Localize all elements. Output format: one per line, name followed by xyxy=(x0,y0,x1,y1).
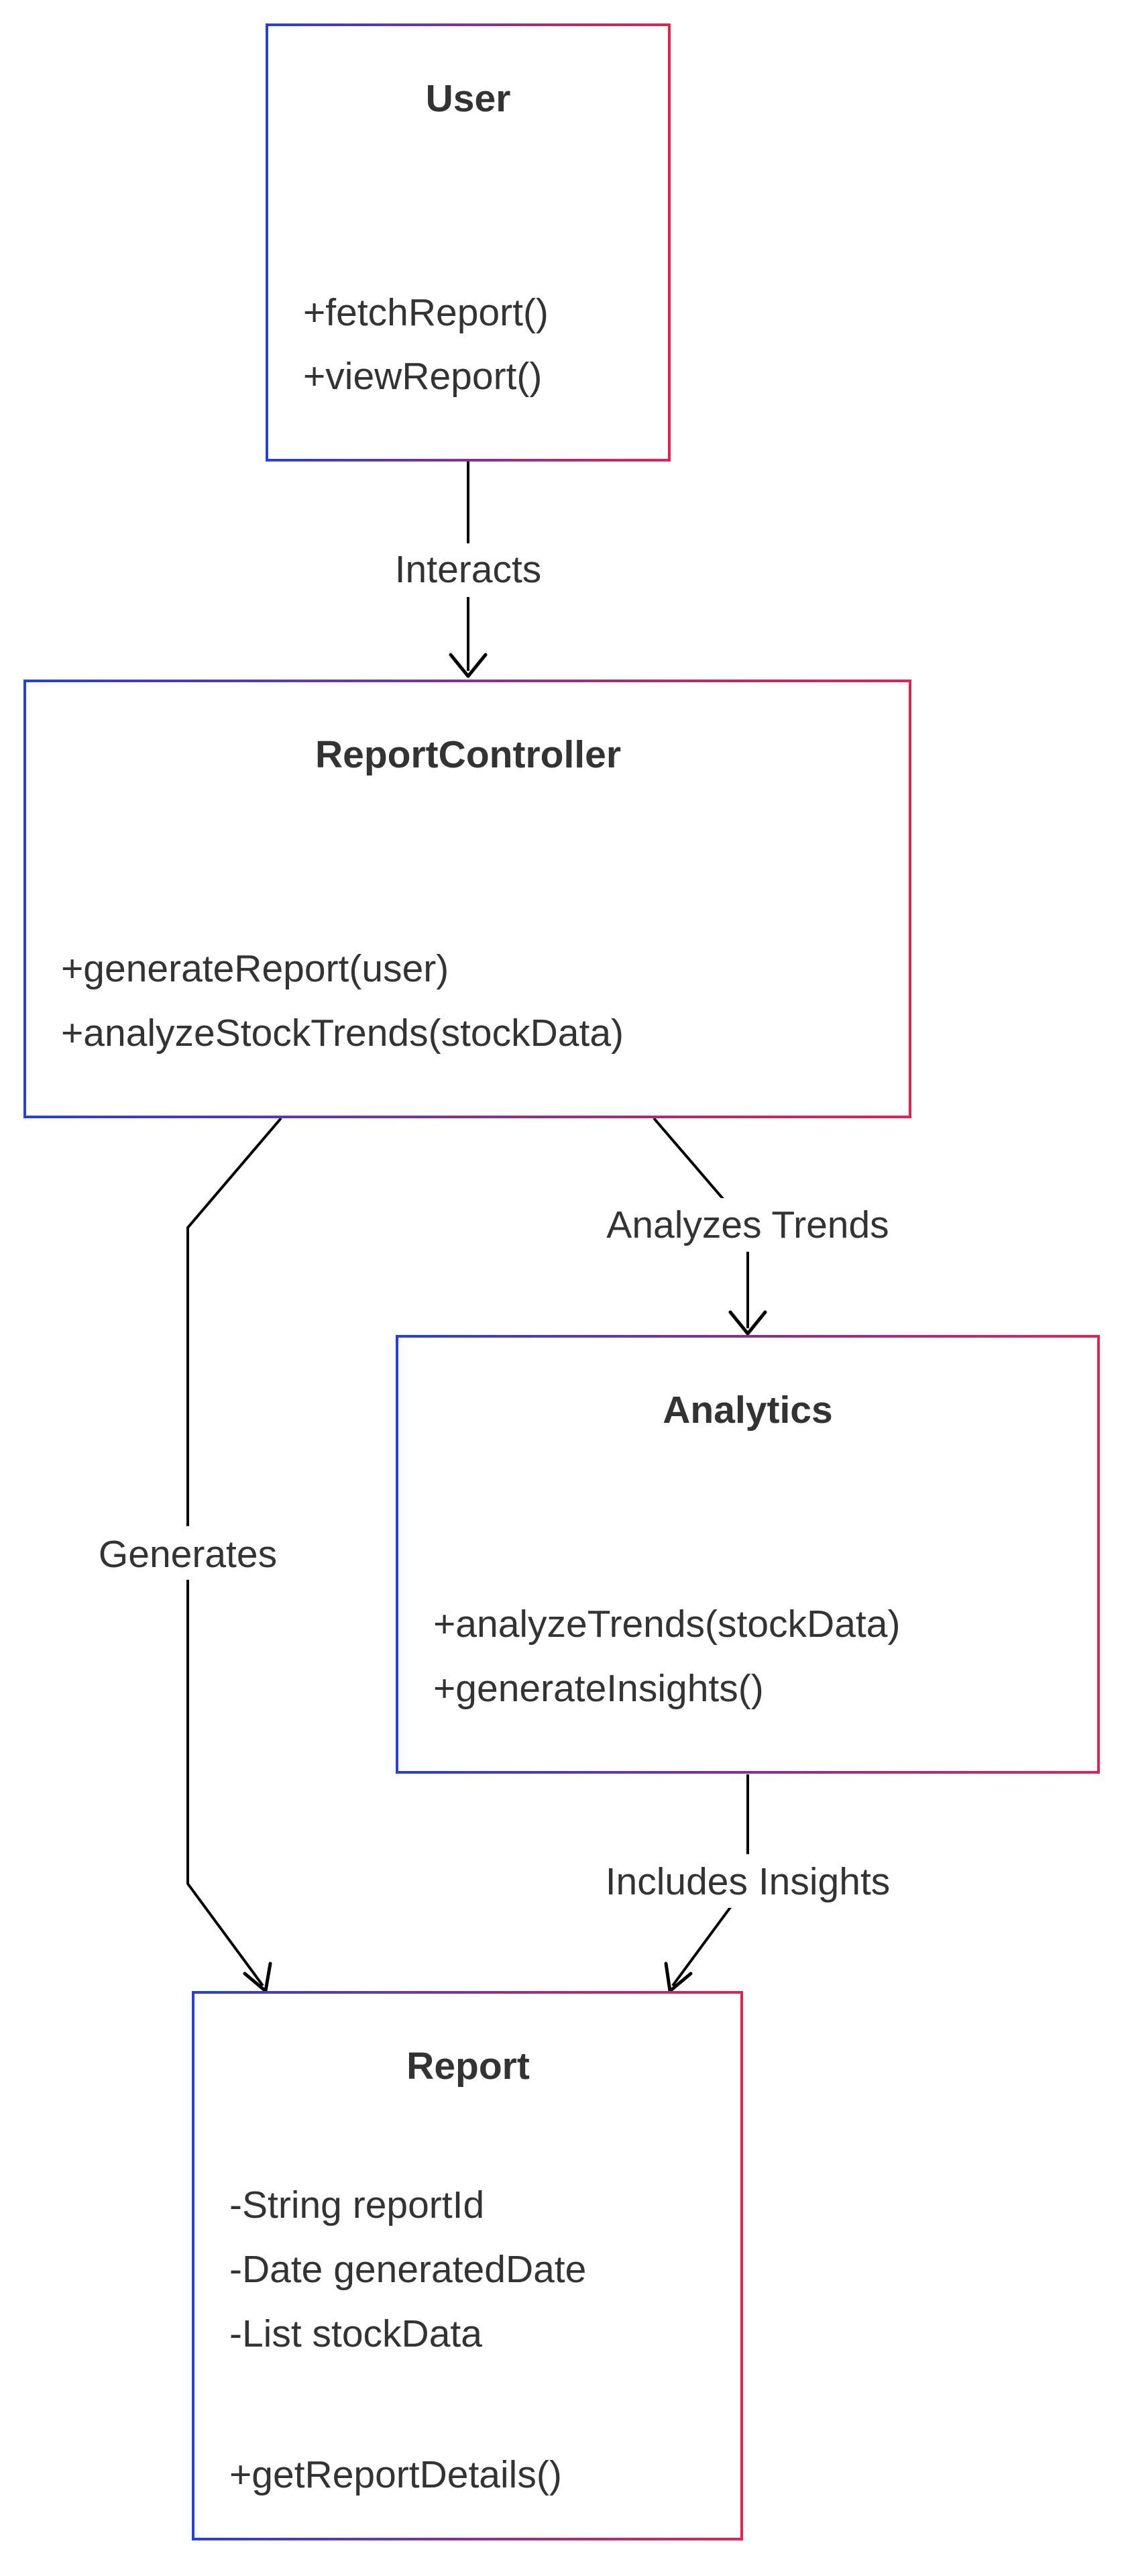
edge-analyzes-trends-label: Analyzes Trends xyxy=(606,1203,889,1246)
class-report-border xyxy=(192,1991,743,2540)
edge-includes-insights-label-bg xyxy=(578,1854,917,1908)
class-report-method: +getReportDetails() xyxy=(229,2453,562,2496)
class-report: Report -String reportId -Date generatedD… xyxy=(192,1991,743,2540)
class-report-attribute: -List stockData xyxy=(229,2312,482,2355)
edge-analyzes-trends: Analyzes Trends xyxy=(582,1117,913,1336)
edge-includes-insights: Includes Insights xyxy=(578,1774,917,1993)
edge-generates-label-bg xyxy=(77,1526,298,1580)
class-user-border xyxy=(266,23,671,462)
edge-interacts: Interacts xyxy=(376,462,561,678)
class-report-controller-method: +analyzeStockTrends(stockData) xyxy=(61,1012,624,1055)
class-user: User +fetchReport() +viewReport() xyxy=(266,23,671,462)
class-user-box xyxy=(267,25,669,460)
class-report-name: Report xyxy=(406,2045,530,2088)
edge-interacts-label: Interacts xyxy=(395,548,542,591)
class-analytics-box xyxy=(397,1336,1099,1772)
edge-generates-label: Generates xyxy=(99,1533,277,1576)
class-report-controller-name: ReportController xyxy=(315,733,621,776)
class-user-method: +fetchReport() xyxy=(303,291,549,334)
class-analytics-method: +analyzeTrends(stockData) xyxy=(433,1603,900,1646)
class-user-method: +viewReport() xyxy=(303,355,542,398)
class-report-controller: ReportController +generateReport(user) +… xyxy=(23,680,911,1118)
class-analytics-border xyxy=(396,1335,1100,1774)
class-report-controller-box xyxy=(25,681,910,1117)
class-report-attribute: -Date generatedDate xyxy=(229,2248,586,2291)
class-report-attribute: -String reportId xyxy=(229,2184,484,2226)
class-report-controller-method: +generateReport(user) xyxy=(61,947,449,990)
class-report-controller-border xyxy=(23,680,911,1118)
edge-generates: Generates xyxy=(77,1117,298,1993)
edge-analyzes-trends-arrowhead xyxy=(728,1310,767,1336)
class-analytics: Analytics +analyzeTrends(stockData) +gen… xyxy=(396,1335,1100,1774)
class-analytics-name: Analytics xyxy=(663,1389,832,1432)
class-report-box xyxy=(193,1992,742,2539)
edge-interacts-arrowhead xyxy=(449,653,488,678)
class-analytics-method: +generateInsights() xyxy=(433,1667,764,1710)
class-user-name: User xyxy=(426,77,511,120)
edge-interacts-label-bg xyxy=(376,543,561,597)
edge-analyzes-trends-label-bg xyxy=(582,1198,913,1252)
edge-includes-insights-label: Includes Insights xyxy=(606,1860,891,1903)
